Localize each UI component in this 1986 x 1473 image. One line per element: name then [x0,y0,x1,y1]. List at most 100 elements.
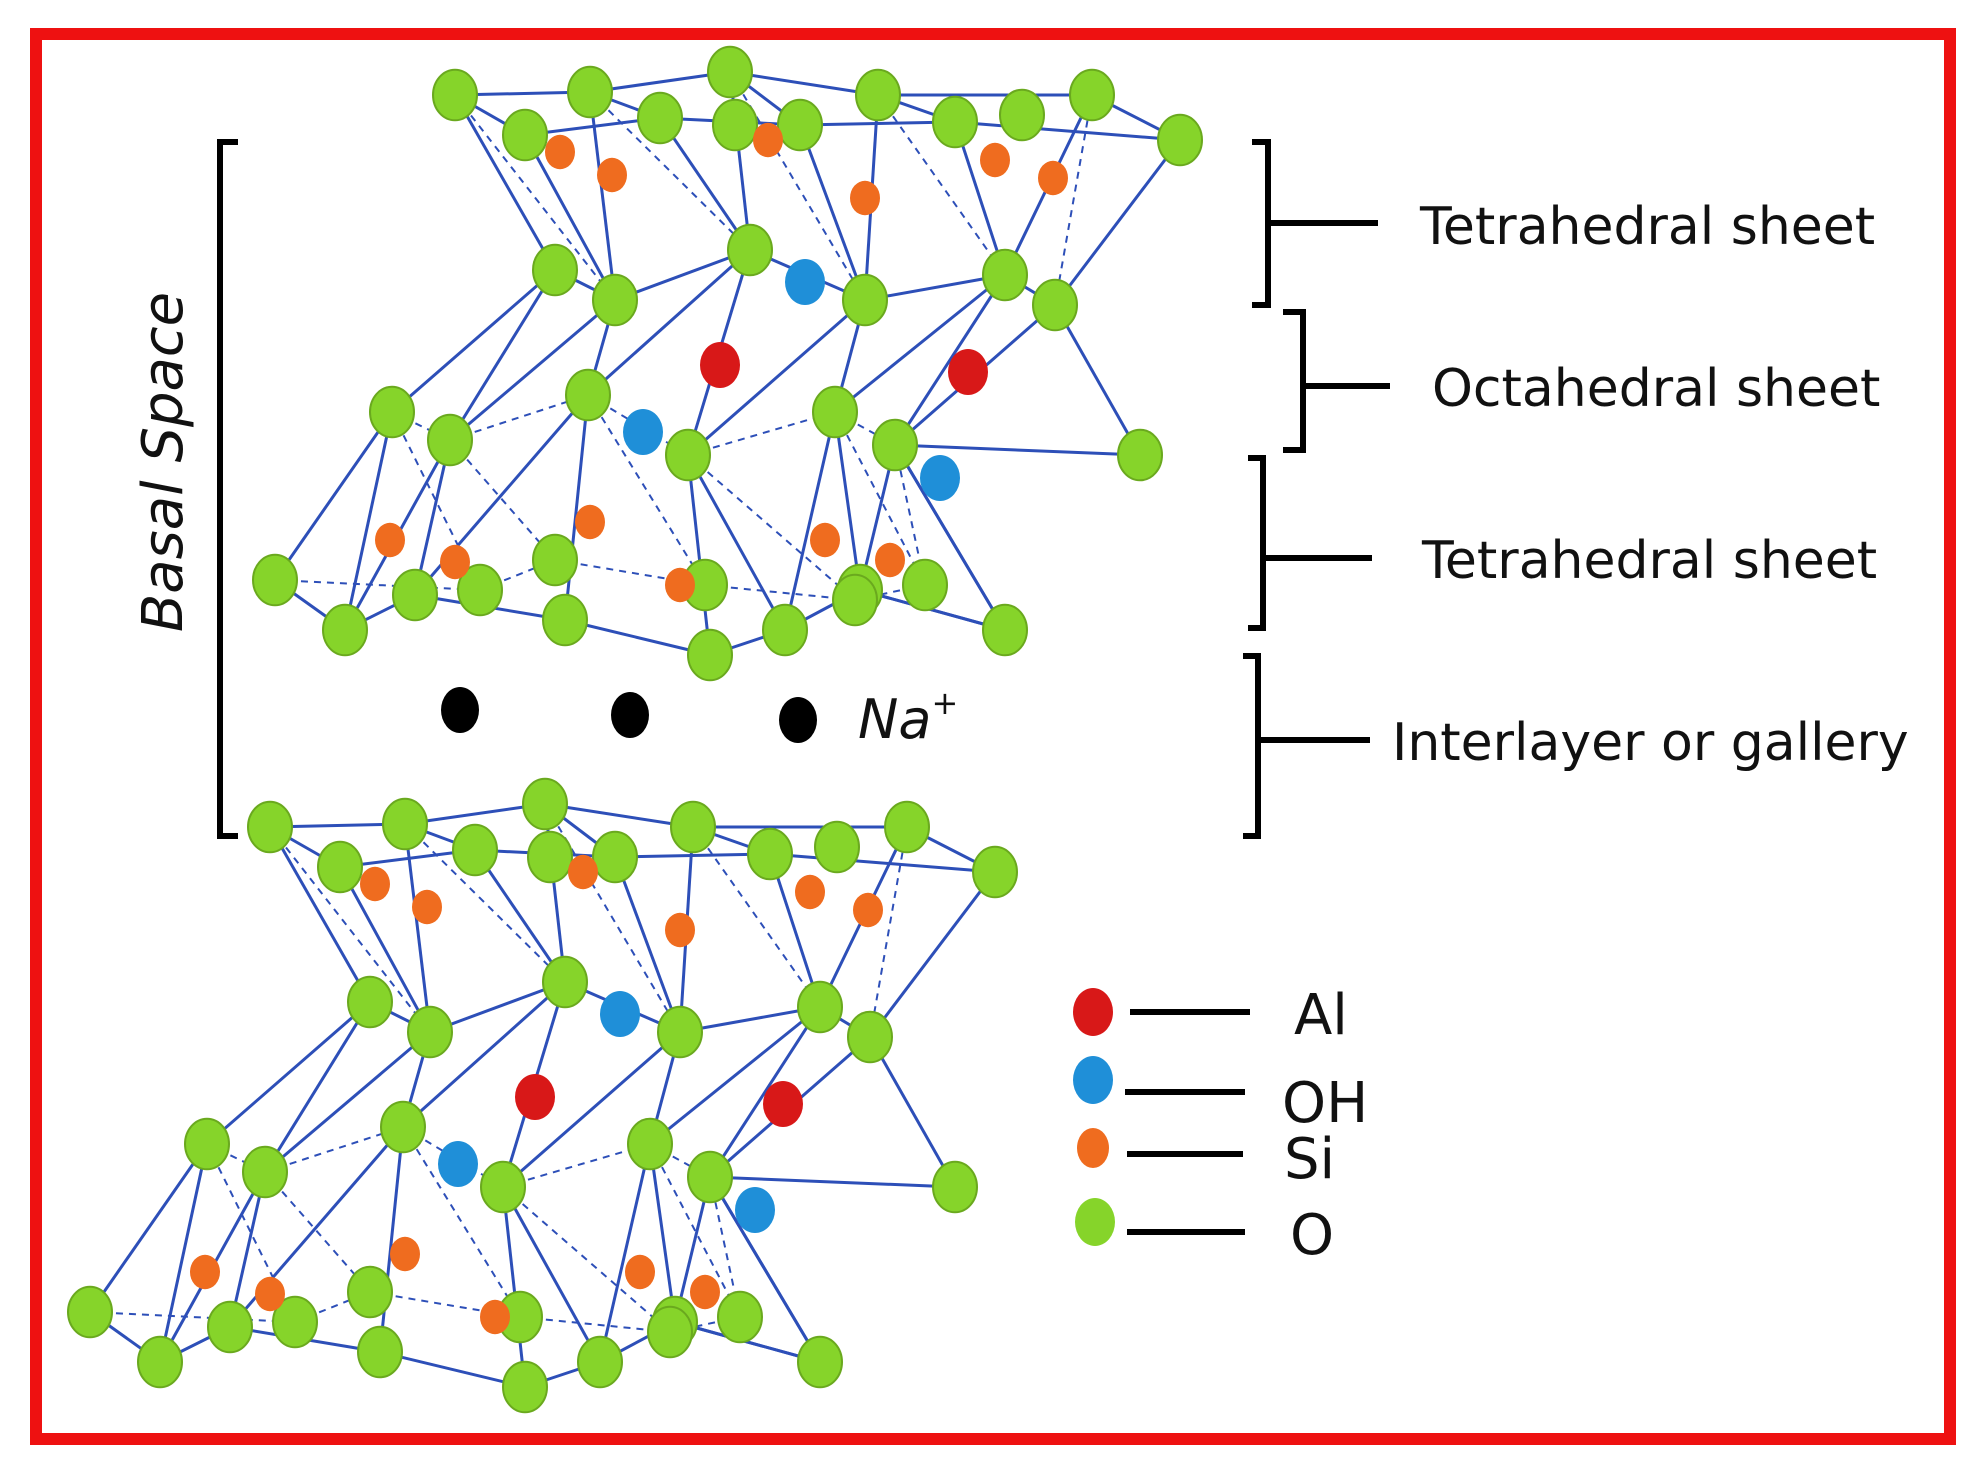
bond [893,444,1007,631]
legend-item-si: Si [1077,1127,1335,1192]
legend: Al OH Si O [1073,983,1368,1268]
hidden-bond [589,91,751,251]
o-atom [527,830,573,884]
o-atom [1157,113,1203,167]
si-atom [810,522,840,558]
bond [686,454,787,631]
oh-atom [785,259,825,305]
bond [589,70,731,94]
bond [833,411,862,591]
al-swatch [1073,988,1113,1036]
o-atom [207,1300,253,1354]
si-swatch [1077,1128,1109,1168]
o-atom [567,65,613,119]
si-atom [545,134,575,170]
legend-label-o: O [1290,1203,1334,1268]
o-atom [982,603,1028,657]
hidden-bond [1054,94,1093,306]
tetrahedral-sheet-bottom-label: Tetrahedral sheet [1421,531,1877,591]
o-atom [932,95,978,149]
bond [264,1030,431,1174]
bond [649,1005,821,1146]
o-atom [747,827,793,881]
o-atom [452,823,498,877]
hidden-bond [869,826,908,1038]
bond [769,852,996,874]
oh-atom [600,991,640,1037]
bond [429,980,566,1034]
bond [563,394,590,621]
o-atom [1069,68,1115,122]
bond [687,298,866,457]
o-atom [932,1160,978,1214]
hidden-bond [449,394,589,441]
bond [1053,304,1142,456]
o-atom [592,273,638,327]
bond [273,411,394,581]
o-atom [712,98,758,152]
o-atom [242,1145,288,1199]
bond [158,1143,209,1363]
hidden-bond [454,94,616,301]
tetrahedral-bottom-bracket [1248,455,1266,631]
o-atom [872,418,918,472]
oh-atom [735,1187,775,1233]
bond [228,1171,267,1328]
si-atom [190,1254,220,1290]
si-atom [375,522,405,558]
legend-item-o: O [1075,1198,1334,1268]
o-atom [382,797,428,851]
bond [798,124,867,301]
basal-space-bracket [217,139,238,839]
bond [953,121,1007,276]
si-atom [575,504,605,540]
tot-layer-upper [252,45,1203,682]
si-atom [390,1236,420,1272]
o-atom [317,840,363,894]
legend-label-oh: OH [1282,1071,1368,1136]
si-atom [412,889,442,925]
hidden-bond [502,1186,671,1333]
bond [893,274,1007,446]
bond [338,866,432,1033]
bond [686,454,712,656]
o-atom [137,1335,183,1389]
o-atom [884,800,930,854]
bond [268,826,372,1003]
legend-label-si: Si [1284,1127,1335,1192]
bond [448,269,557,441]
bond [473,849,567,983]
si-atom [665,912,695,948]
o-atom [392,568,438,622]
bond [614,248,751,302]
o-atom [797,980,843,1034]
na-ion [611,692,649,738]
o-atom [647,1305,693,1359]
hidden-bond [649,1143,741,1318]
o-atom [427,413,473,467]
si-atom [980,142,1010,178]
si-atom [480,1299,510,1335]
si-atom [597,157,627,193]
o-atom [762,603,808,657]
bond [864,273,1006,302]
o-atom [247,800,293,854]
bond [378,1126,405,1353]
o-atom [847,1010,893,1064]
si-atom [440,544,470,580]
bond [954,120,1181,142]
o-atom [665,428,711,482]
o-atom [717,1290,763,1344]
si-atom [753,122,783,158]
oh-atom [623,409,663,455]
o-atom [627,1117,673,1171]
hidden-bond [834,411,926,586]
o-atom [687,628,733,682]
o-atom [727,223,773,277]
o-atom [480,1160,526,1214]
bond [708,1006,822,1178]
bond [768,853,822,1008]
o-atom [842,273,888,327]
si-atom [255,1276,285,1312]
